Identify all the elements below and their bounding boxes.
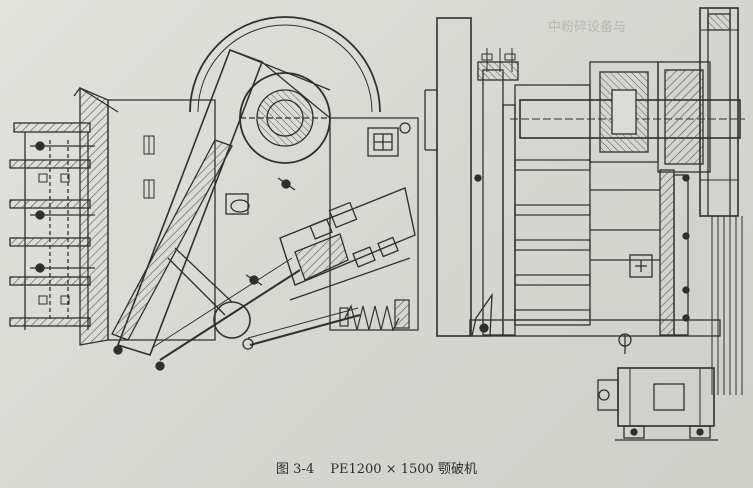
figure-title: PE1200 × 1500 颚破机 <box>330 462 477 477</box>
toggle-seat <box>213 301 251 339</box>
flywheel-rim <box>436 17 472 337</box>
side-view <box>9 16 419 371</box>
flywheel-arc <box>189 16 381 113</box>
front-view <box>424 7 745 441</box>
pulley <box>699 7 739 217</box>
bleed-through-text: 中粉碎设备与 <box>548 20 627 35</box>
adjust-wedge <box>279 187 416 286</box>
jaw-crusher-drawing <box>9 7 745 441</box>
figure-caption: 图 3-4 PE1200 × 1500 颚破机 <box>0 458 753 477</box>
side-plate <box>482 69 504 336</box>
figure-label: 图 3-4 <box>276 462 315 477</box>
frame-left-body <box>107 99 216 341</box>
